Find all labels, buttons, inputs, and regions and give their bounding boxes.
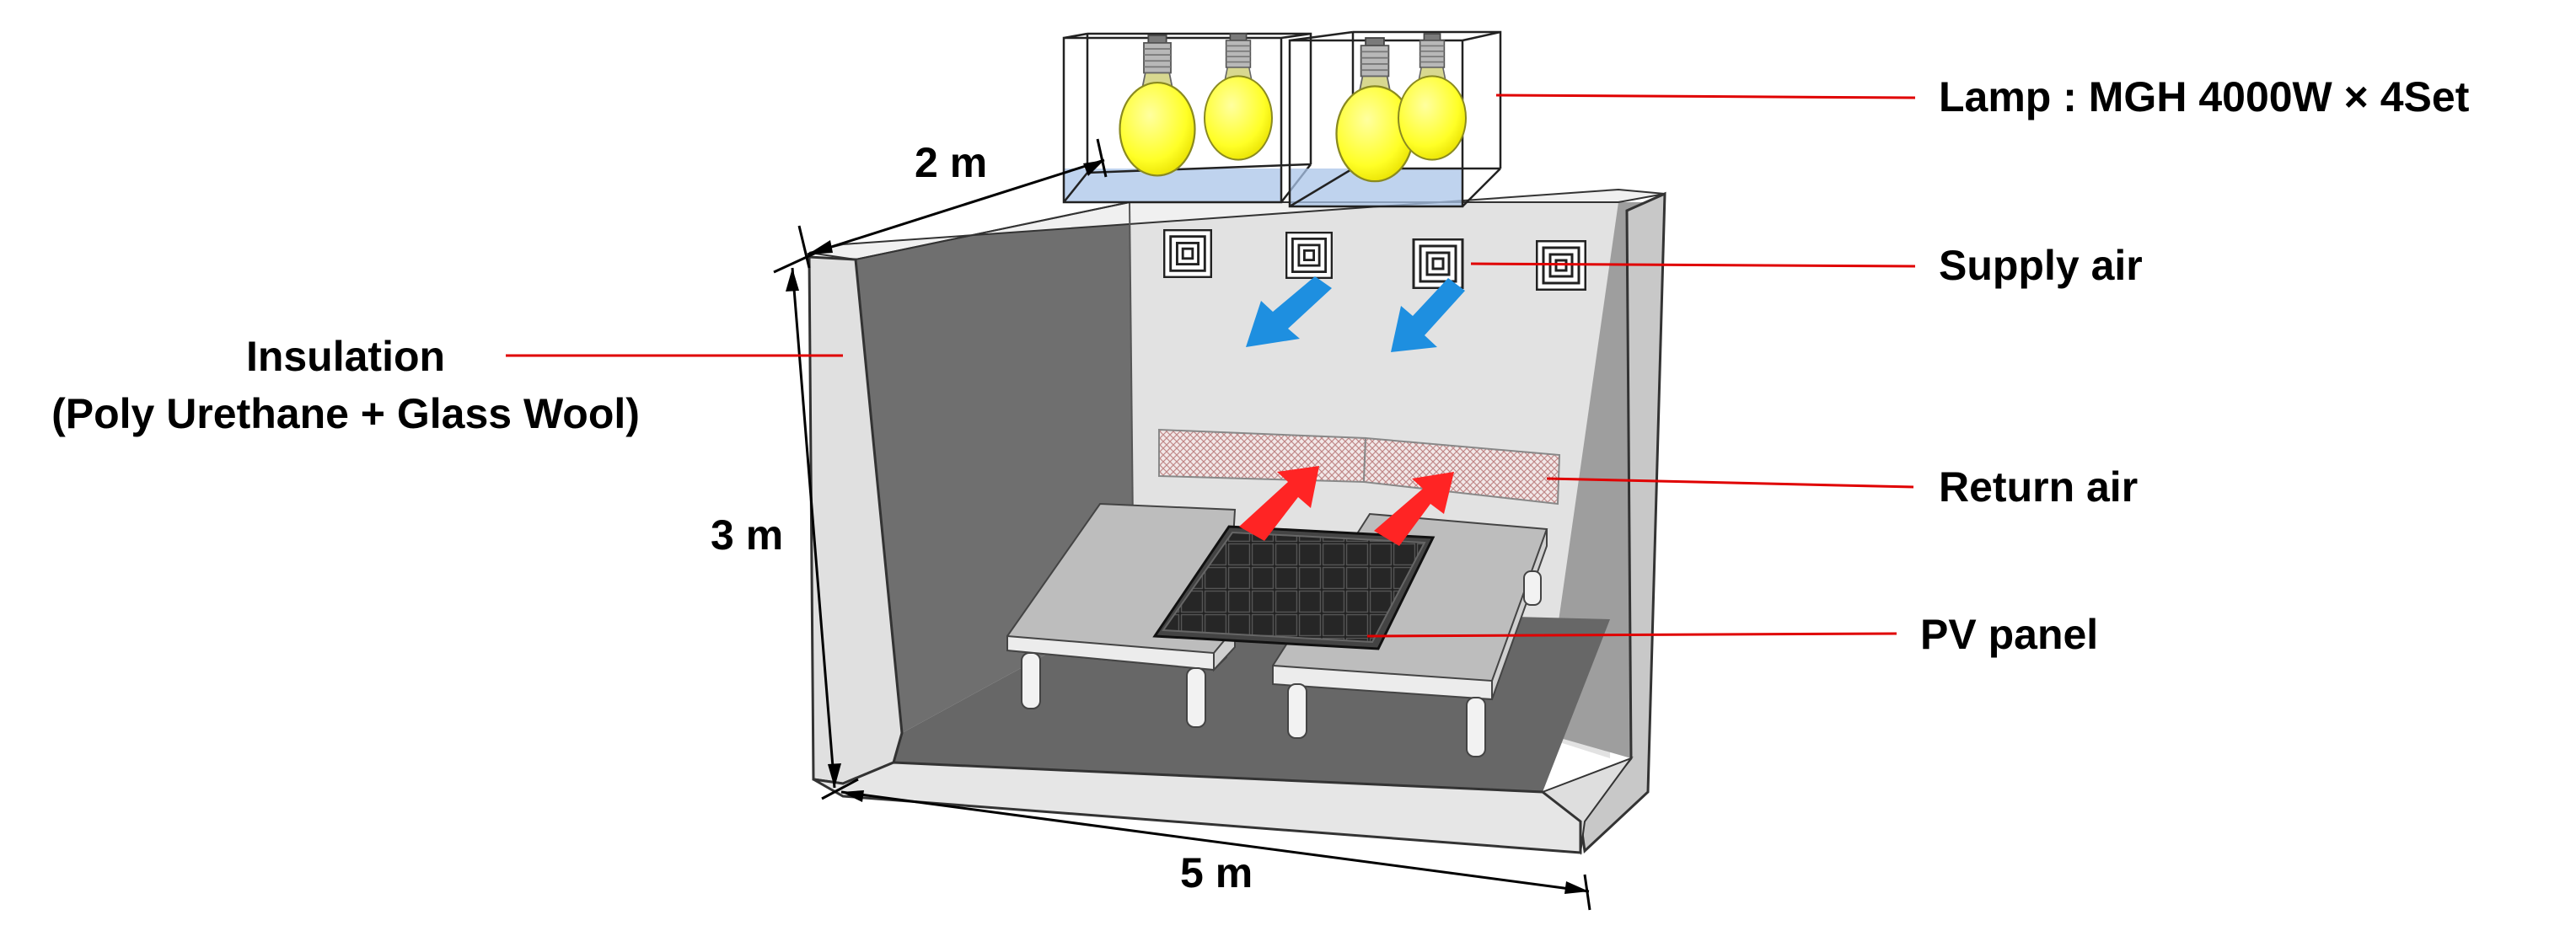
width-dimension-label: 5 m — [1180, 849, 1253, 896]
insulation-material-label: (Poly Urethane + Glass Wool) — [51, 390, 640, 437]
table-leg — [1466, 697, 1486, 757]
supply-arrow — [1391, 278, 1465, 352]
light-bulb-icon — [1203, 32, 1274, 161]
table-leg — [1186, 667, 1206, 728]
pv-panel-leader-line — [1366, 632, 1897, 638]
insulation-label: Insulation — [246, 333, 445, 380]
table-leg — [1021, 652, 1041, 709]
depth-dimension-line — [807, 158, 1105, 256]
depth-dimension-label: 2 m — [915, 139, 987, 186]
lamp-assembly — [1062, 30, 1502, 208]
mesh-grille-icon — [1362, 436, 1561, 506]
height-dimension-label: 3 m — [711, 511, 783, 559]
supply-air-leader-line — [1470, 262, 1916, 268]
pv-panel — [1152, 525, 1436, 650]
square-diffuser-icon — [1163, 229, 1212, 278]
front-base — [813, 761, 1582, 854]
lamp-cage-right — [1288, 30, 1502, 208]
lamp-leader-line — [1495, 94, 1916, 99]
square-diffuser-icon — [1412, 238, 1464, 289]
mesh-grille-icon — [1158, 428, 1367, 484]
lamp-label: Lamp : MGH 4000W × 4Set — [1939, 73, 2470, 120]
width-dimension-line — [840, 790, 1590, 893]
return-air-leader-line — [1546, 477, 1914, 489]
labels: Lamp : MGH 4000W × 4Set Supply air Retur… — [51, 73, 2470, 896]
return-arrow — [1374, 472, 1454, 546]
light-bulb-icon — [1119, 34, 1196, 177]
table-leg — [1287, 683, 1307, 739]
return-arrow — [1239, 466, 1319, 541]
leader-lines — [506, 94, 1916, 638]
pv-panel-label: PV panel — [1920, 611, 2098, 658]
return-air-label: Return air — [1939, 463, 2138, 511]
table-leg — [1523, 570, 1542, 606]
supply-arrow — [1246, 276, 1332, 347]
supply-air-arrows — [1246, 276, 1465, 352]
square-diffuser-icon — [1285, 232, 1333, 279]
supply-air-label: Supply air — [1939, 242, 2143, 289]
light-bulb-icon — [1397, 32, 1468, 161]
return-air-arrows — [1239, 466, 1454, 546]
